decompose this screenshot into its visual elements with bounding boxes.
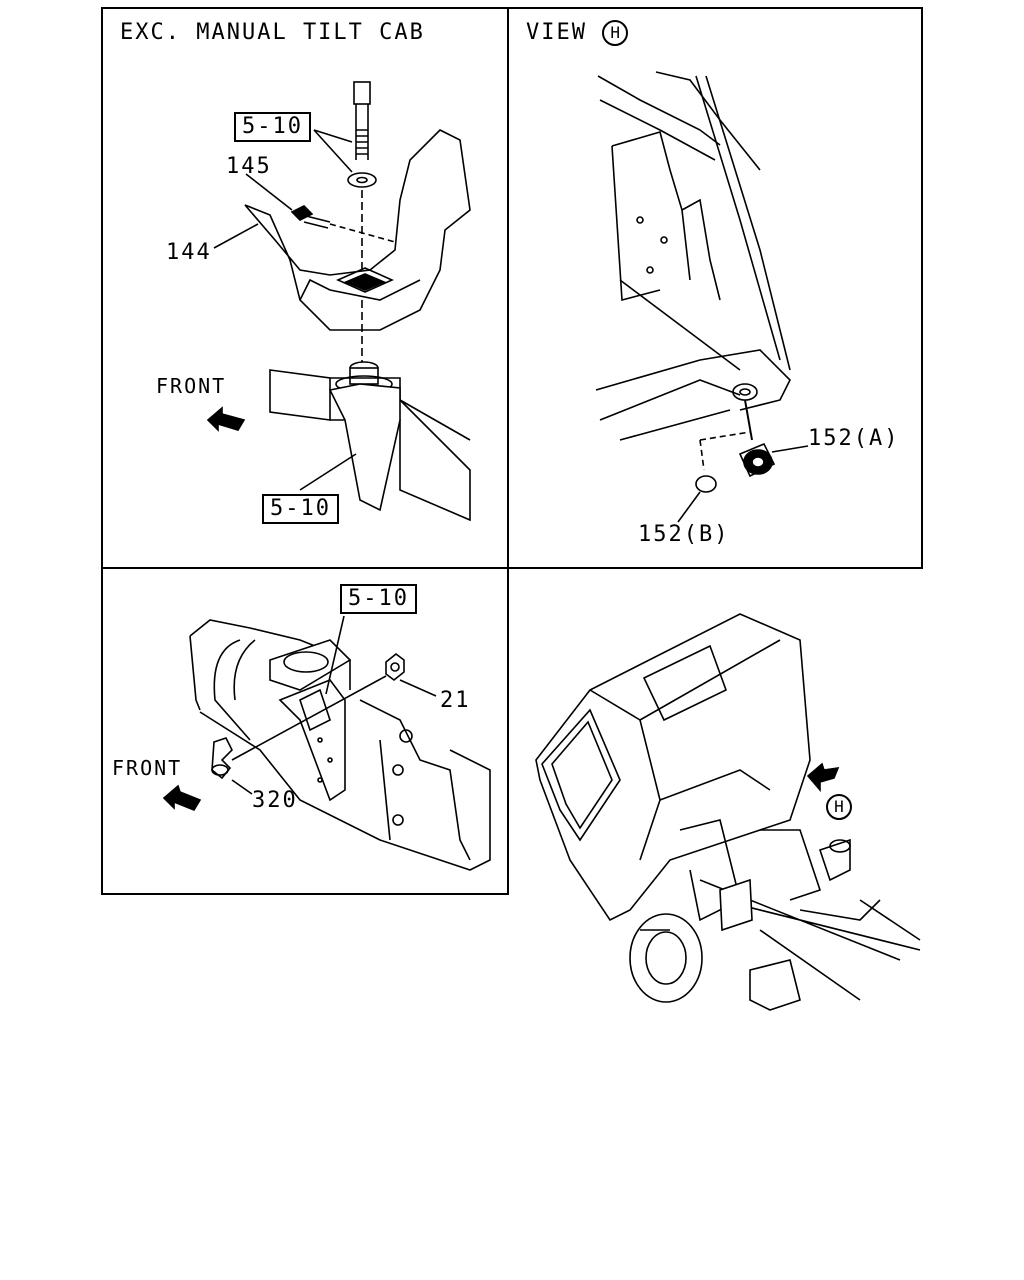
view-label: VIEW xyxy=(526,20,587,45)
panel-top-right-frame xyxy=(507,7,923,569)
callout-320[interactable]: 320 xyxy=(252,788,298,813)
cab-mount-drawing xyxy=(206,81,471,522)
panel-title-exc-manual-tilt-cab: EXC. MANUAL TILT CAB xyxy=(120,20,425,45)
callout-5-10-bottom[interactable]: 5-10 xyxy=(262,494,339,524)
callout-144[interactable]: 144 xyxy=(166,240,212,265)
frame-bracket-drawing xyxy=(162,615,491,871)
view-h-drawing xyxy=(595,71,809,523)
callout-145[interactable]: 145 xyxy=(226,154,272,179)
view-marker-h-overview: H xyxy=(826,794,852,820)
callout-5-10-top[interactable]: 5-10 xyxy=(234,112,311,142)
view-marker-h-circle: H xyxy=(826,794,852,820)
panel-title-view: VIEW H xyxy=(526,20,629,46)
truck-overview-drawing xyxy=(535,613,921,1011)
callout-152b[interactable]: 152(B) xyxy=(638,522,730,547)
callout-5-10-lower-panel[interactable]: 5-10 xyxy=(340,584,417,614)
panel-bottom-left-frame xyxy=(101,567,509,895)
front-label-top: FRONT xyxy=(156,374,227,398)
view-marker-h: H xyxy=(602,20,629,46)
front-label-bottom: FRONT xyxy=(112,756,183,780)
callout-21[interactable]: 21 xyxy=(440,688,471,713)
callout-152a[interactable]: 152(A) xyxy=(808,426,900,451)
